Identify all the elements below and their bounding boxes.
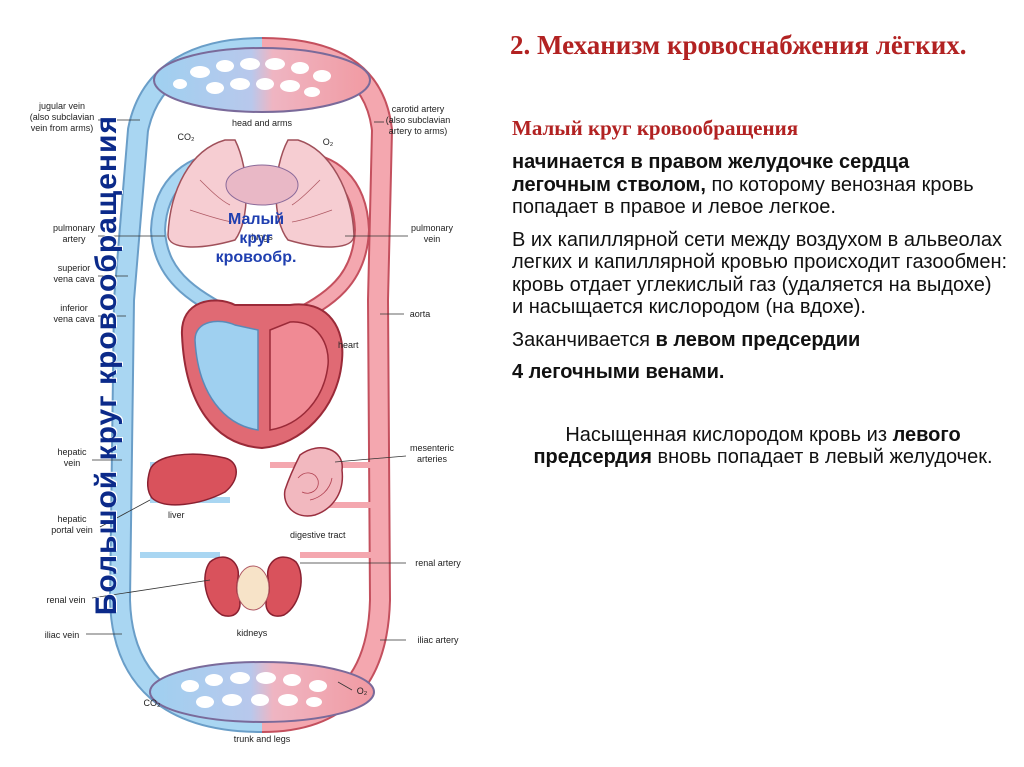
label-o2-bottom: O₂ <box>357 686 368 696</box>
label-portal-1: hepatic <box>57 514 87 524</box>
label-carotid-2: (also subclavian <box>386 115 451 125</box>
label-liver: liver <box>168 510 185 520</box>
label-kidneys: kidneys <box>237 628 268 638</box>
label-carotid-1: carotid artery <box>392 104 445 114</box>
circulatory-system-diagram: head and arms CO₂ O₂ lungs heart liver d… <box>0 0 500 767</box>
lung-capillary-bed <box>226 165 298 205</box>
label-iliac-vein: iliac vein <box>45 630 80 640</box>
right-kidney-shape <box>266 557 301 616</box>
label-head-arms: head and arms <box>232 118 293 128</box>
label-o2-top: O₂ <box>323 137 334 147</box>
label-mesenteric-1: mesenteric <box>410 443 455 453</box>
label-pulm-artery-2: artery <box>62 234 86 244</box>
label-pulm-vein-2: vein <box>424 234 441 244</box>
label-iliac-artery: iliac artery <box>417 635 459 645</box>
label-carotid-3: artery to arms) <box>389 126 448 136</box>
trunk-capillary-bed <box>150 662 374 722</box>
closing-start: Насыщенная кислородом кровь из <box>565 424 892 446</box>
section-subtitle: Малый круг кровообращения <box>512 116 1008 141</box>
systemic-circulation-vertical-title: Большой круг кровообращения <box>88 130 126 600</box>
label-aorta: aorta <box>410 309 431 319</box>
paragraph-veins: 4 легочными венами. <box>512 361 1008 384</box>
paragraph-end-start: Заканчивается <box>512 329 655 351</box>
label-renal-vein: renal vein <box>46 595 85 605</box>
closing-paragraph: Насыщенная кислородом кровь из левого пр… <box>528 424 998 469</box>
label-heart: heart <box>338 340 359 350</box>
label-hepatic-2: vein <box>64 458 81 468</box>
closing-end: вновь попадает в левый желудочек. <box>652 446 993 468</box>
label-renal-artery: renal artery <box>415 558 461 568</box>
small-circle-line-1: Малый <box>201 210 311 229</box>
label-co2-top: CO₂ <box>178 132 196 142</box>
label-hepatic-1: hepatic <box>57 447 87 457</box>
label-jugular-2: (also subclavian <box>30 112 95 122</box>
paragraph-veins-bold: 4 легочными венами. <box>512 361 724 383</box>
small-circle-line-3: кровообр. <box>201 248 311 267</box>
label-portal-2: portal vein <box>51 525 93 535</box>
label-pulm-vein-1: pulmonary <box>411 223 454 233</box>
label-ivc-1: inferior <box>60 303 88 313</box>
page-title: 2. Механизм кровоснабжения лёгких. <box>510 30 1008 60</box>
label-trunk-legs: trunk and legs <box>234 734 291 744</box>
paragraph-end: Заканчивается в левом предсердии <box>512 329 1008 352</box>
paragraph-end-bold: в левом предсердии <box>655 329 860 351</box>
label-co2-bottom: CO₂ <box>144 698 162 708</box>
label-mesenteric-2: arteries <box>417 454 448 464</box>
pulmonary-circulation-label: Малый круг кровообр. <box>201 210 311 267</box>
text-panel: 2. Механизм кровоснабжения лёгких. Малый… <box>508 30 1008 469</box>
paragraph-gas-exchange: В их капиллярной сети между воздухом в а… <box>512 229 1008 319</box>
paragraph-start: начинается в правом желудочке сердца лег… <box>512 151 1008 219</box>
label-jugular-3: vein from arms) <box>31 123 94 133</box>
small-circle-line-2: круг <box>201 229 311 248</box>
label-svc-1: superior <box>58 263 91 273</box>
label-digestive: digestive tract <box>290 530 346 540</box>
label-jugular-1: jugular vein <box>38 101 85 111</box>
left-kidney-shape <box>205 557 240 616</box>
